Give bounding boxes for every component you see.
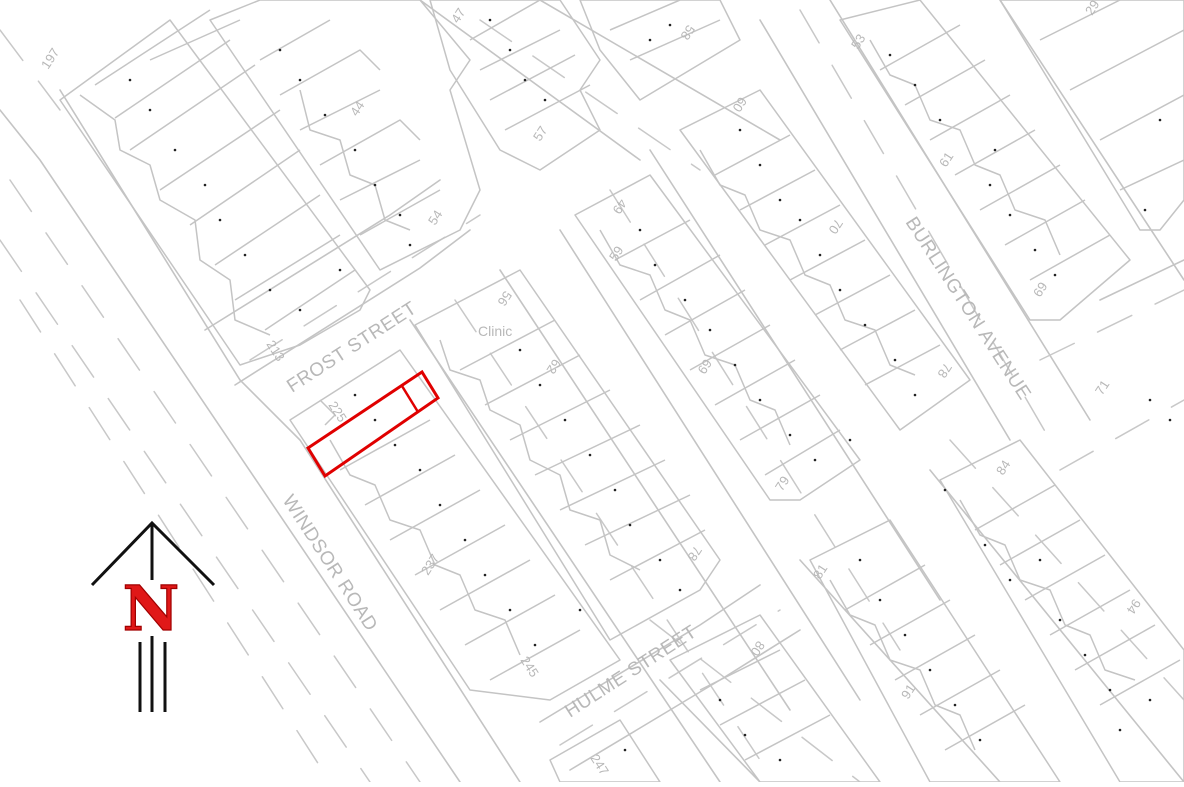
house-number: 61: [936, 149, 956, 169]
frost-street-edge-north: [204, 179, 441, 331]
burlington-edge-west: [759, 19, 1011, 441]
parcel-block-53-69: [839, 0, 1131, 321]
mid-street-dash-b: [609, 189, 901, 651]
mid-street-edge-b: [499, 269, 791, 711]
house-number: 80: [748, 638, 768, 658]
parcel-block-58: [579, 0, 741, 101]
house-number: 29: [1082, 0, 1102, 18]
house-number: 71: [1092, 377, 1112, 397]
north-road-edge-a: [419, 0, 641, 161]
house-number: 78: [685, 543, 705, 563]
house-number: 91: [898, 681, 918, 701]
windsor-road-dash-3: [19, 299, 331, 783]
parcel-block-197-213: [59, 19, 371, 366]
parcel-block-84-94: [939, 439, 1184, 783]
house-number: 44: [347, 98, 367, 118]
mid-street-dash-a: [454, 299, 761, 761]
north-arrow-letter: N: [123, 572, 180, 645]
house-number: 60: [730, 94, 750, 114]
house-number: 57: [530, 123, 550, 143]
parcel-block-81-91: [809, 519, 1061, 783]
mid-street-edge-c: [559, 229, 861, 701]
east-road-dash-a: [1039, 289, 1184, 361]
house-number: 197: [38, 45, 62, 71]
windsor-road-dash-4: [0, 29, 61, 111]
house-number: 47: [448, 5, 468, 25]
windsor-road-dash-2: [0, 239, 371, 783]
parcel-blocks: [59, 0, 1184, 783]
house-number: 56: [495, 288, 515, 308]
house-number-labels: 197 47 58 53 29 44 57 60 61 54 49 59 70 …: [38, 0, 1144, 778]
house-number: 58: [678, 22, 698, 42]
north-arrow: N: [90, 520, 216, 712]
south-road-dash-a: [649, 619, 861, 783]
house-number: 53: [848, 31, 868, 51]
highlighted-site-boundary[interactable]: [305, 369, 441, 479]
hulme-street-edge-north: [539, 584, 761, 723]
parcel-block-44-54: [209, 0, 481, 271]
house-number: 237: [418, 551, 442, 577]
house-number: 69: [1030, 279, 1050, 299]
house-number: 62: [544, 356, 564, 376]
parcel-block-60-82: [679, 89, 971, 431]
mid-street-edge-a: [409, 319, 721, 783]
street-label-frost: FROST STREET: [283, 298, 420, 397]
house-number: 213: [263, 337, 287, 363]
house-number: 245: [517, 653, 541, 679]
south-road-edge-b: [659, 679, 761, 783]
house-number: 79: [772, 473, 792, 493]
east-road-dash-b: [1059, 399, 1184, 471]
street-label-windsor: WINDSOR ROAD: [278, 491, 382, 635]
parcel-block-80: [669, 614, 881, 783]
mid-street-edge-d: [649, 149, 941, 601]
house-number: 81: [810, 561, 830, 581]
south-road-edge-a: [799, 559, 1001, 783]
house-number: 94: [1124, 596, 1144, 616]
house-number: 70: [826, 216, 846, 236]
windsor-road-edge-west: [0, 109, 461, 783]
parcel-block-225-245: [289, 349, 621, 701]
poi-label-clinic: Clinic: [478, 323, 512, 339]
parcel-block-clinic: [414, 269, 721, 641]
house-number: 84: [993, 457, 1013, 477]
house-number: 69: [695, 356, 715, 376]
parcel-block-ne: [999, 0, 1184, 231]
street-label-burlington: BURLINGTON AVENUE: [901, 213, 1035, 404]
highlighted-site-divider: [400, 385, 420, 413]
north-road-edge-b: [539, 0, 781, 141]
house-number: 59: [606, 243, 626, 263]
east-road-edge-b: [1099, 259, 1184, 301]
windsor-road-dash-1: [9, 179, 421, 783]
house-number: 54: [425, 207, 445, 227]
parcel-block-47-57: [429, 0, 601, 171]
house-number: 49: [610, 196, 630, 216]
east-road-dash-c: [949, 439, 1184, 701]
house-number: 78: [935, 360, 955, 380]
north-road-dash: [479, 19, 701, 171]
burlington-dash: [799, 9, 1051, 441]
windsor-road-edge-east: [59, 89, 521, 783]
hulme-street-dash: [559, 609, 781, 746]
frost-street-edge-south: [234, 229, 471, 386]
property-dots: [128, 18, 1172, 762]
house-number: 247: [587, 751, 611, 777]
parcel-block-59-79: [574, 174, 861, 501]
east-road-edge-a: [999, 0, 1184, 281]
